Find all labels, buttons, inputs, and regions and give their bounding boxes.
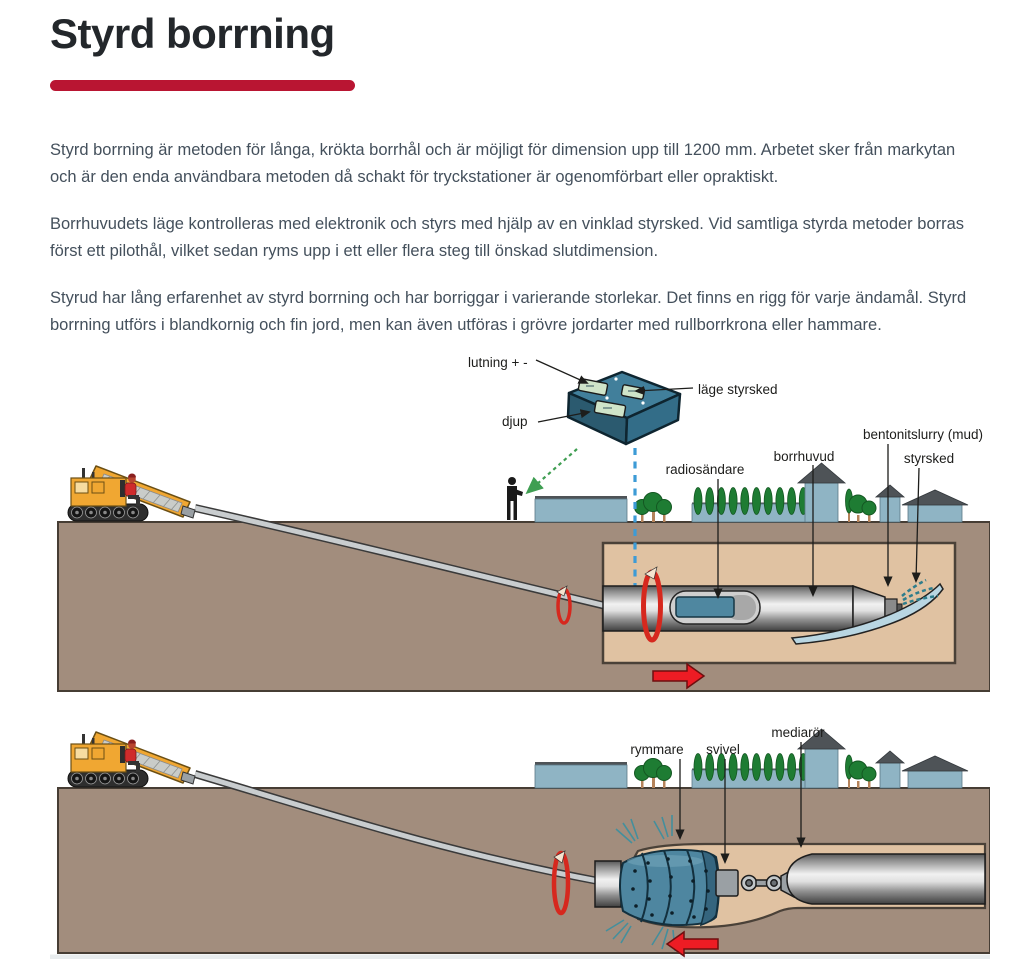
diagram-pilot-drilling: lutning + - läge styrsked djup radiosänd…	[50, 348, 990, 698]
title-underline	[50, 80, 355, 92]
drill-rig-illustration	[67, 465, 196, 523]
control-panel-illustration	[566, 371, 682, 446]
leader-lines	[675, 742, 806, 865]
pipe-rotation-arrow	[641, 566, 663, 643]
drill-rod	[194, 504, 607, 611]
radio-transmitter	[675, 596, 735, 619]
page-title: Styrd borrning	[50, 10, 335, 57]
person-illustration	[507, 477, 523, 521]
label-mediaror: mediarör	[771, 725, 825, 740]
rod-rotation-arrow	[551, 850, 571, 916]
diagram-reaming: rymmare svivel mediarör	[50, 711, 990, 960]
article: Styrd borrning Styrd borrning är metoden…	[0, 10, 1026, 960]
skyline-illustration	[534, 462, 969, 523]
label-rymmare: rymmare	[630, 742, 683, 757]
drill-rod	[193, 770, 599, 886]
bentonite-spray	[901, 579, 939, 606]
reamer-illustration	[619, 849, 720, 927]
label-lage-styrsked: läge styrsked	[698, 382, 778, 397]
rod-rotation-arrow	[556, 585, 572, 626]
reamer-collar	[594, 860, 622, 909]
media-pipe-illustration	[786, 853, 986, 906]
leader-lines	[535, 359, 921, 600]
label-borrhuvud: borrhuvud	[774, 449, 835, 464]
paragraph-intro: Styrd borrning är metoden för långa, krö…	[50, 141, 956, 187]
skyline-illustration	[534, 728, 969, 789]
label-djup: djup	[502, 414, 528, 429]
label-styrsked: styrsked	[904, 451, 954, 466]
paragraph-experience: Styrud har lång erfarenhet av styrd borr…	[50, 289, 967, 335]
drilling-direction-arrow	[652, 662, 706, 690]
label-bentonitslurry: bentonitslurry (mud)	[863, 427, 983, 442]
page-bottom-strip	[50, 954, 990, 960]
paragraph-steering: Borrhuvudets läge kontrolleras med elekt…	[50, 215, 965, 261]
radio-signal-line	[525, 448, 578, 495]
label-radiosandare: radiosändare	[666, 462, 745, 477]
label-lutning: lutning + -	[468, 355, 528, 370]
label-svivel: svivel	[706, 742, 740, 757]
drill-head-illustration	[602, 585, 903, 633]
drill-rig-illustration	[67, 731, 196, 789]
pulling-direction-arrow	[665, 930, 719, 958]
display-djup	[593, 400, 627, 419]
steering-blade	[790, 583, 944, 646]
